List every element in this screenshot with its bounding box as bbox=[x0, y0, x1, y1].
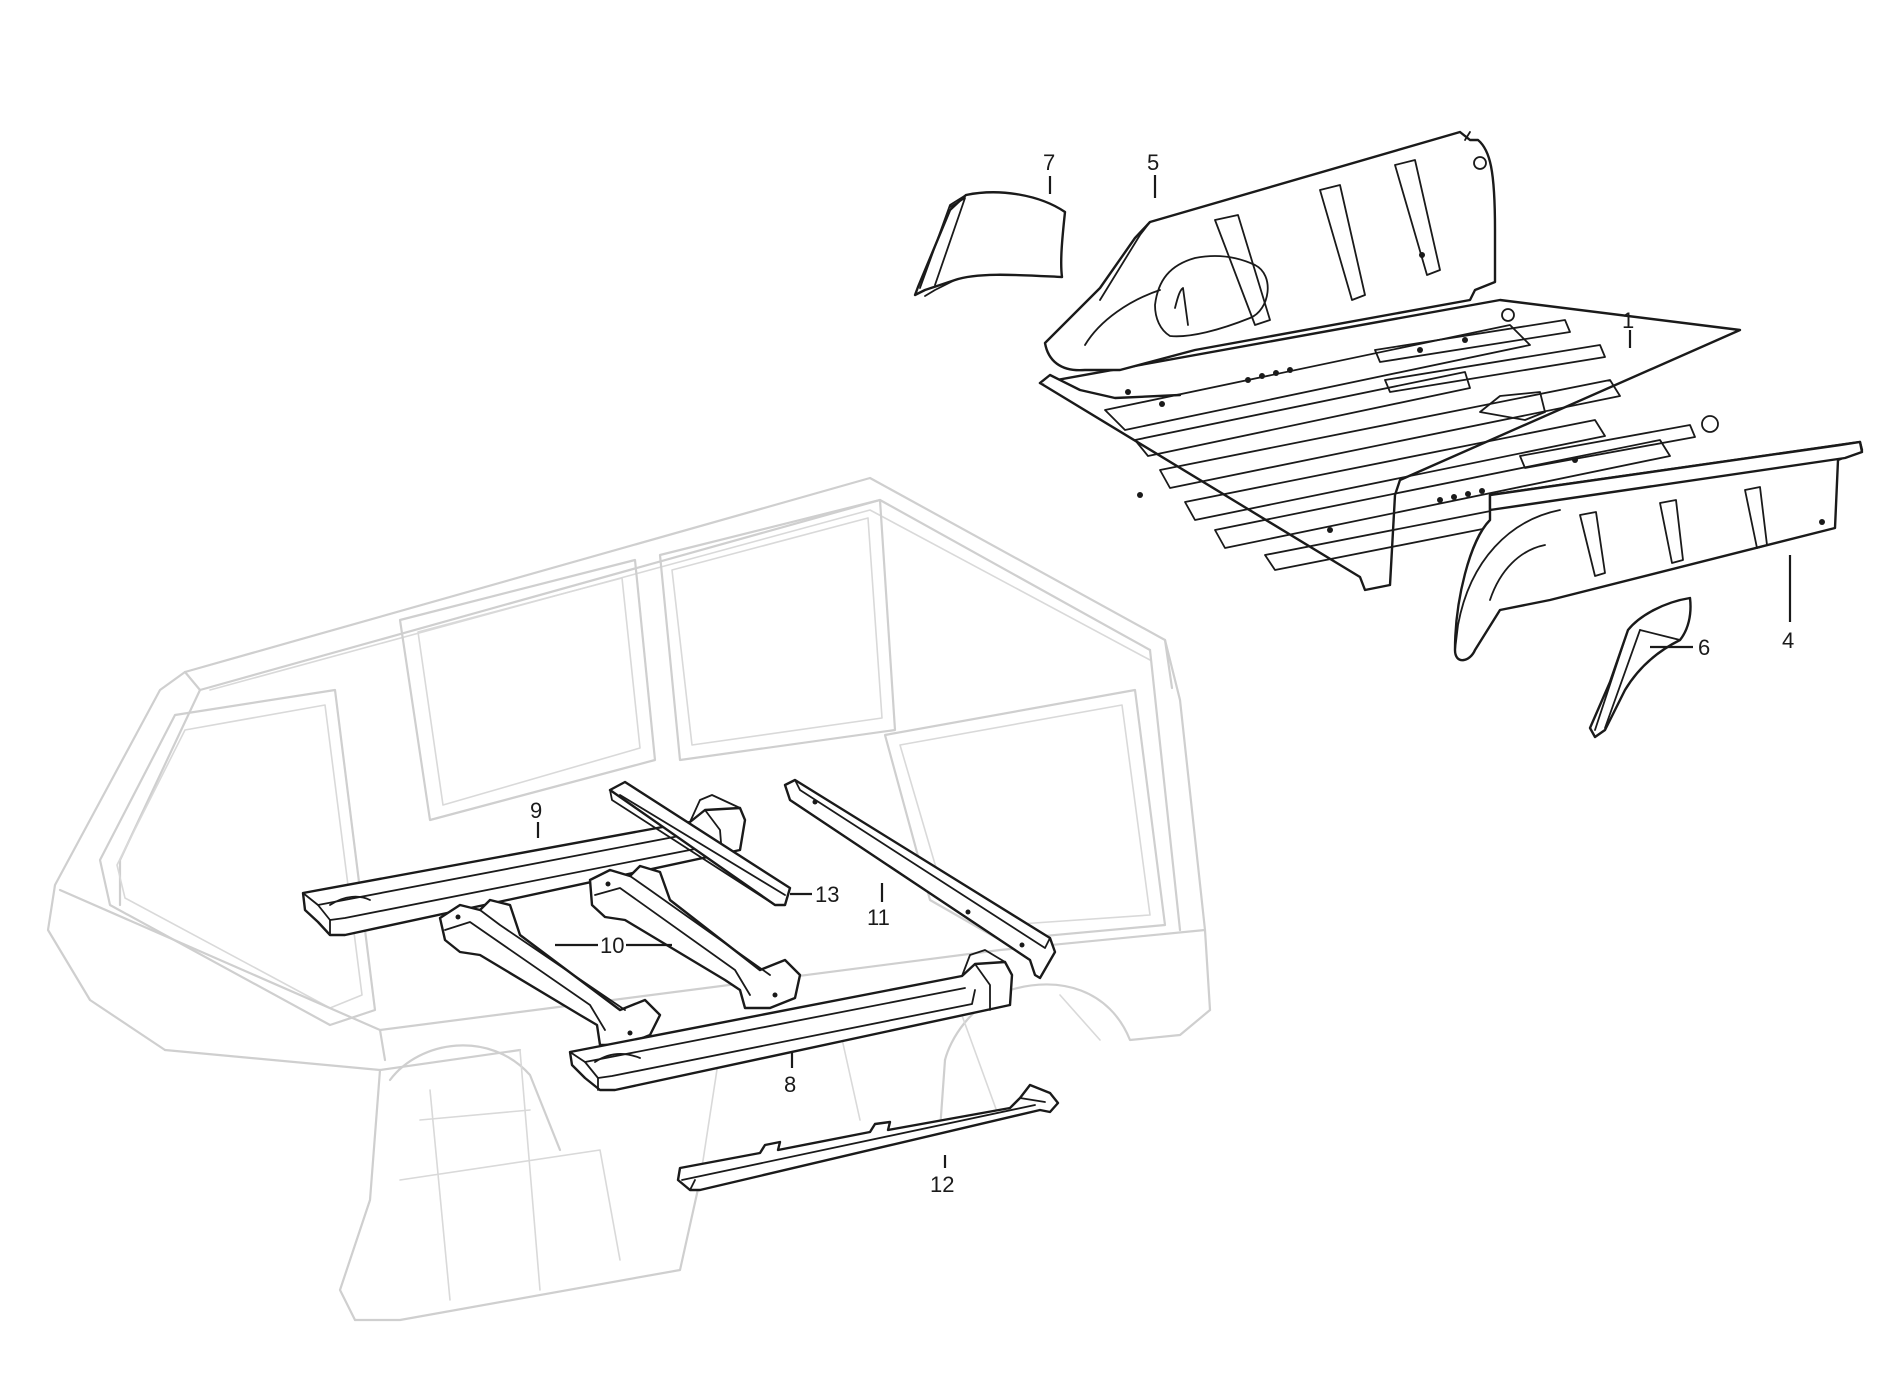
sill-reinforcement bbox=[676, 1083, 1060, 1192]
callout-13: 13 bbox=[815, 882, 839, 907]
crossmember-brace bbox=[608, 780, 792, 907]
left-closing-panel bbox=[913, 191, 1067, 297]
right-wheel-housing bbox=[1453, 440, 1864, 662]
floor-support-right bbox=[588, 864, 802, 1010]
callout-11: 11 bbox=[867, 905, 890, 930]
callout-4: 4 bbox=[1782, 628, 1794, 653]
right-closing-panel bbox=[1588, 596, 1692, 739]
callout-5: 5 bbox=[1147, 150, 1159, 175]
rear-crossmember bbox=[568, 949, 1014, 1092]
floor-support-left bbox=[438, 898, 662, 1047]
callout-1: 1 bbox=[1622, 308, 1634, 333]
callout-12: 12 bbox=[930, 1172, 954, 1197]
left-wheel-housing bbox=[1043, 130, 1497, 372]
callout-7: 7 bbox=[1043, 150, 1055, 175]
callout-8: 8 bbox=[784, 1072, 796, 1097]
callout-10: 10 bbox=[600, 933, 624, 958]
angle-rail bbox=[783, 778, 1057, 980]
callout-labels: 1 4 5 6 7 8 9 10 11 12 13 bbox=[530, 150, 1794, 1197]
leader-lines bbox=[536, 175, 1792, 1168]
callout-6: 6 bbox=[1698, 635, 1710, 660]
callout-9: 9 bbox=[530, 798, 542, 823]
